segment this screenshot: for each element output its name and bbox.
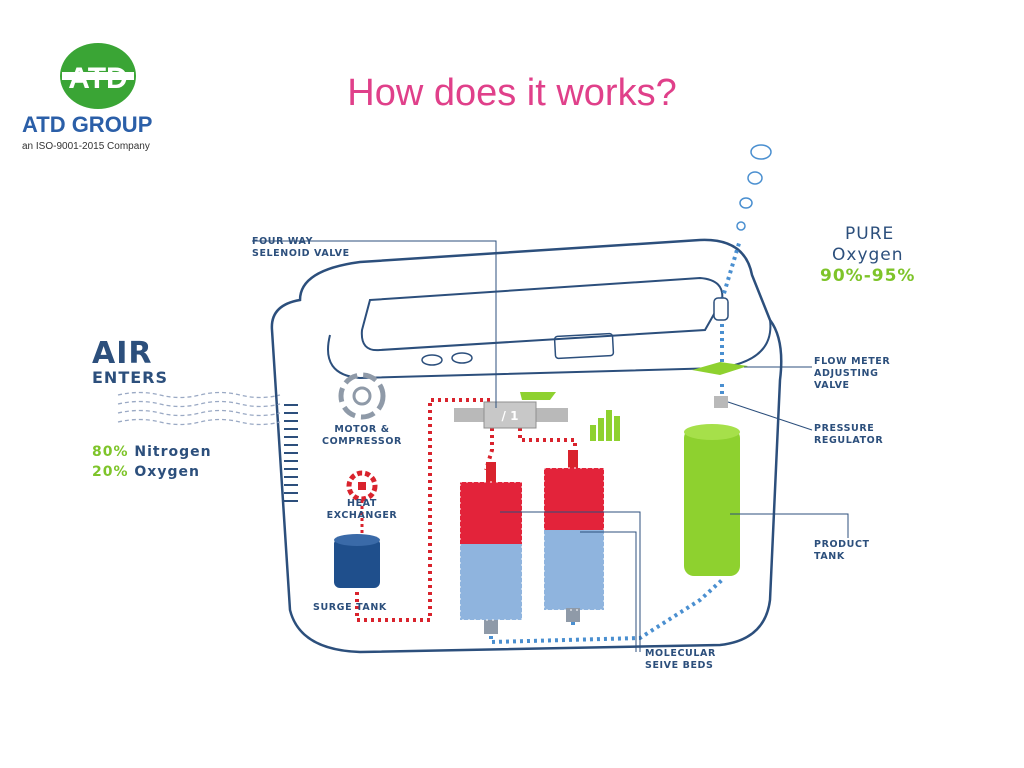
flow-label-line3: VALVE: [814, 380, 850, 391]
sieve-label-line1: MOLECULAR: [645, 648, 716, 659]
heat-label-line1: HEAT: [347, 498, 377, 509]
four-way-valve: / 1: [454, 401, 568, 429]
sieve-bed-left: [459, 462, 523, 634]
label-product-tank: PRODUCT TANK: [814, 539, 870, 563]
product-label-line1: PRODUCT: [814, 539, 870, 550]
svg-text:/ 1: / 1: [502, 409, 519, 423]
output-pure: PURE: [845, 224, 895, 244]
pressure-label-line1: PRESSURE: [814, 423, 875, 434]
output-oxygen: Oxygen: [832, 245, 904, 265]
control-button: [421, 354, 443, 366]
valve-label-line1: FOUR WAY: [252, 236, 314, 247]
pressure-label-line2: REGULATOR: [814, 435, 884, 446]
outlet-nozzle: [713, 297, 729, 321]
valve-label-line2: SELENOID VALVE: [252, 248, 350, 259]
heat-label-line2: EXCHANGER: [326, 510, 398, 521]
green-marker: [520, 392, 556, 400]
svg-text:ATD: ATD: [68, 62, 127, 95]
air-vents: [284, 404, 298, 502]
oxygen-percent: 20%: [92, 464, 129, 480]
surge-tank: [334, 534, 380, 588]
sieve-bed-right: [543, 450, 605, 622]
nitrogen-percent: 80%: [92, 444, 129, 460]
nitrogen-label: Nitrogen: [134, 444, 212, 460]
atd-logo-mark: ATD: [60, 43, 136, 109]
air-title: AIR: [92, 336, 153, 371]
pressure-regulator: [714, 396, 728, 408]
product-label-line2: TANK: [814, 551, 845, 562]
oxygen-label: Oxygen: [134, 464, 200, 480]
motor-compressor-icon: [338, 372, 386, 420]
flow-label-line1: FLOW METER: [814, 356, 891, 367]
company-tagline: an ISO-9001-2015 Company: [22, 141, 150, 152]
label-four-way-valve: FOUR WAY SELENOID VALVE: [252, 236, 350, 260]
label-molecular-sieve: MOLECULAR SEIVE BEDS: [645, 648, 716, 672]
label-flow-meter: FLOW METER ADJUSTING VALVE: [814, 356, 890, 392]
device-handle: [360, 276, 724, 352]
air-subtitle: ENTERS: [92, 368, 169, 387]
motor-label-line1: MOTOR &: [334, 424, 390, 435]
label-heat-exchanger: HEAT EXCHANGER: [312, 498, 412, 522]
flow-label-line2: ADJUSTING: [814, 368, 879, 379]
device-body: [270, 238, 783, 654]
sieve-label-line2: SEIVE BEDS: [645, 660, 714, 671]
output-bars-icon: [590, 410, 620, 441]
air-waves: [117, 391, 281, 426]
display-screen: [553, 332, 615, 360]
label-motor-compressor: MOTOR & COMPRESSOR: [312, 424, 412, 448]
heat-exchanger-icon: [346, 470, 378, 502]
product-tank: [684, 424, 740, 576]
motor-label-line2: COMPRESSOR: [322, 436, 402, 447]
oxygen-line: 20% Oxygen: [92, 464, 200, 480]
nitrogen-line: 80% Nitrogen: [92, 444, 212, 460]
flow-meter-valve: [692, 362, 748, 375]
oxygen-bubbles: [736, 144, 772, 231]
label-pressure-regulator: PRESSURE REGULATOR: [814, 423, 883, 447]
company-name: ATD GROUP: [22, 112, 153, 137]
leader-lines: [252, 240, 849, 652]
page-title: How does it works?: [347, 72, 677, 114]
output-range: 90%-95%: [820, 266, 916, 286]
control-button: [451, 352, 473, 364]
label-surge-tank: SURGE TANK: [313, 602, 387, 613]
